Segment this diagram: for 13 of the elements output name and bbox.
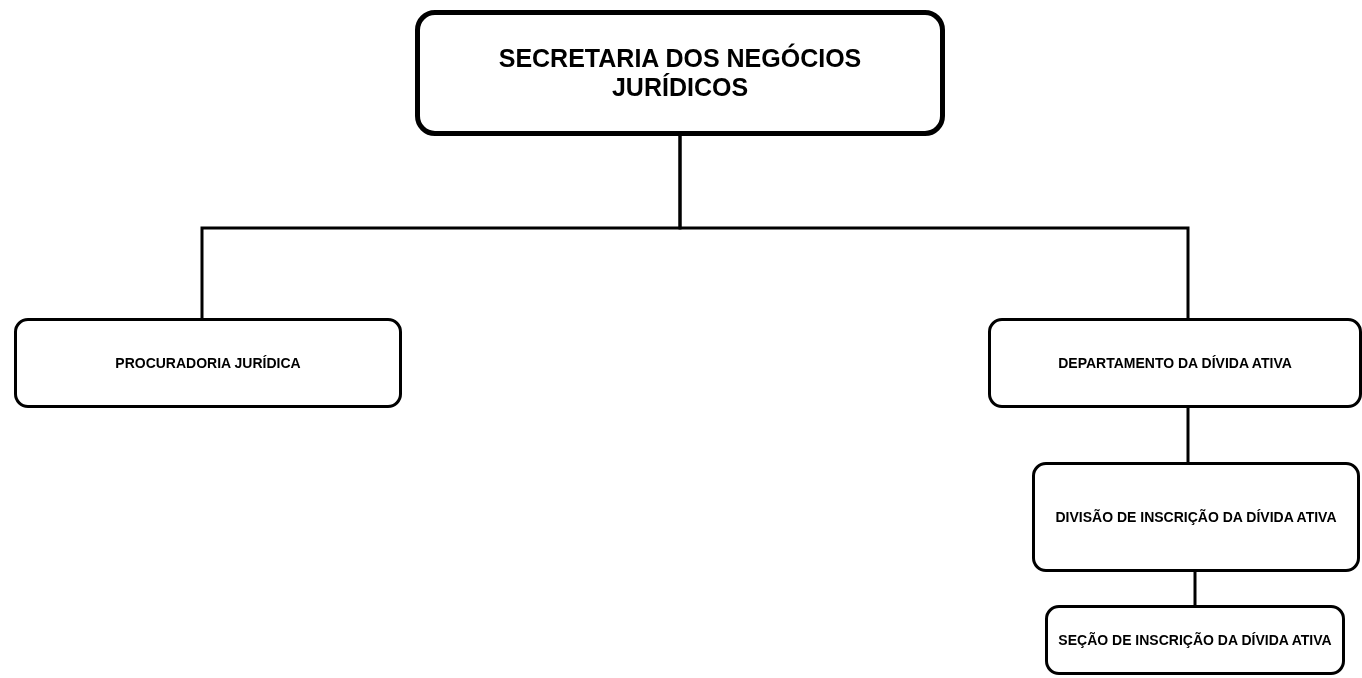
unit-box	[1045, 605, 1345, 675]
unit-box	[988, 318, 1362, 408]
unit-name: SEÇÃO DE INSCRIÇÃO DA DÍVIDA ATIVA	[1058, 632, 1332, 648]
unit-box	[14, 318, 402, 408]
unit-name: DIVISÃO DE INSCRIÇÃO DA DÍVIDA ATIVA	[1055, 509, 1337, 525]
unit-name: PROCURADORIA JURÍDICA	[115, 355, 301, 371]
connector-line	[678, 136, 1190, 318]
connector-line	[1193, 572, 1197, 605]
unit-name: DEPARTAMENTO DA DÍVIDA ATIVA	[1058, 355, 1292, 371]
unit-box	[1032, 462, 1360, 572]
head-unit-box	[415, 10, 945, 136]
unit-name: SECRETARIA DOS NEGÓCIOS JURÍDICOS	[497, 44, 863, 102]
connector-line	[1186, 408, 1190, 462]
